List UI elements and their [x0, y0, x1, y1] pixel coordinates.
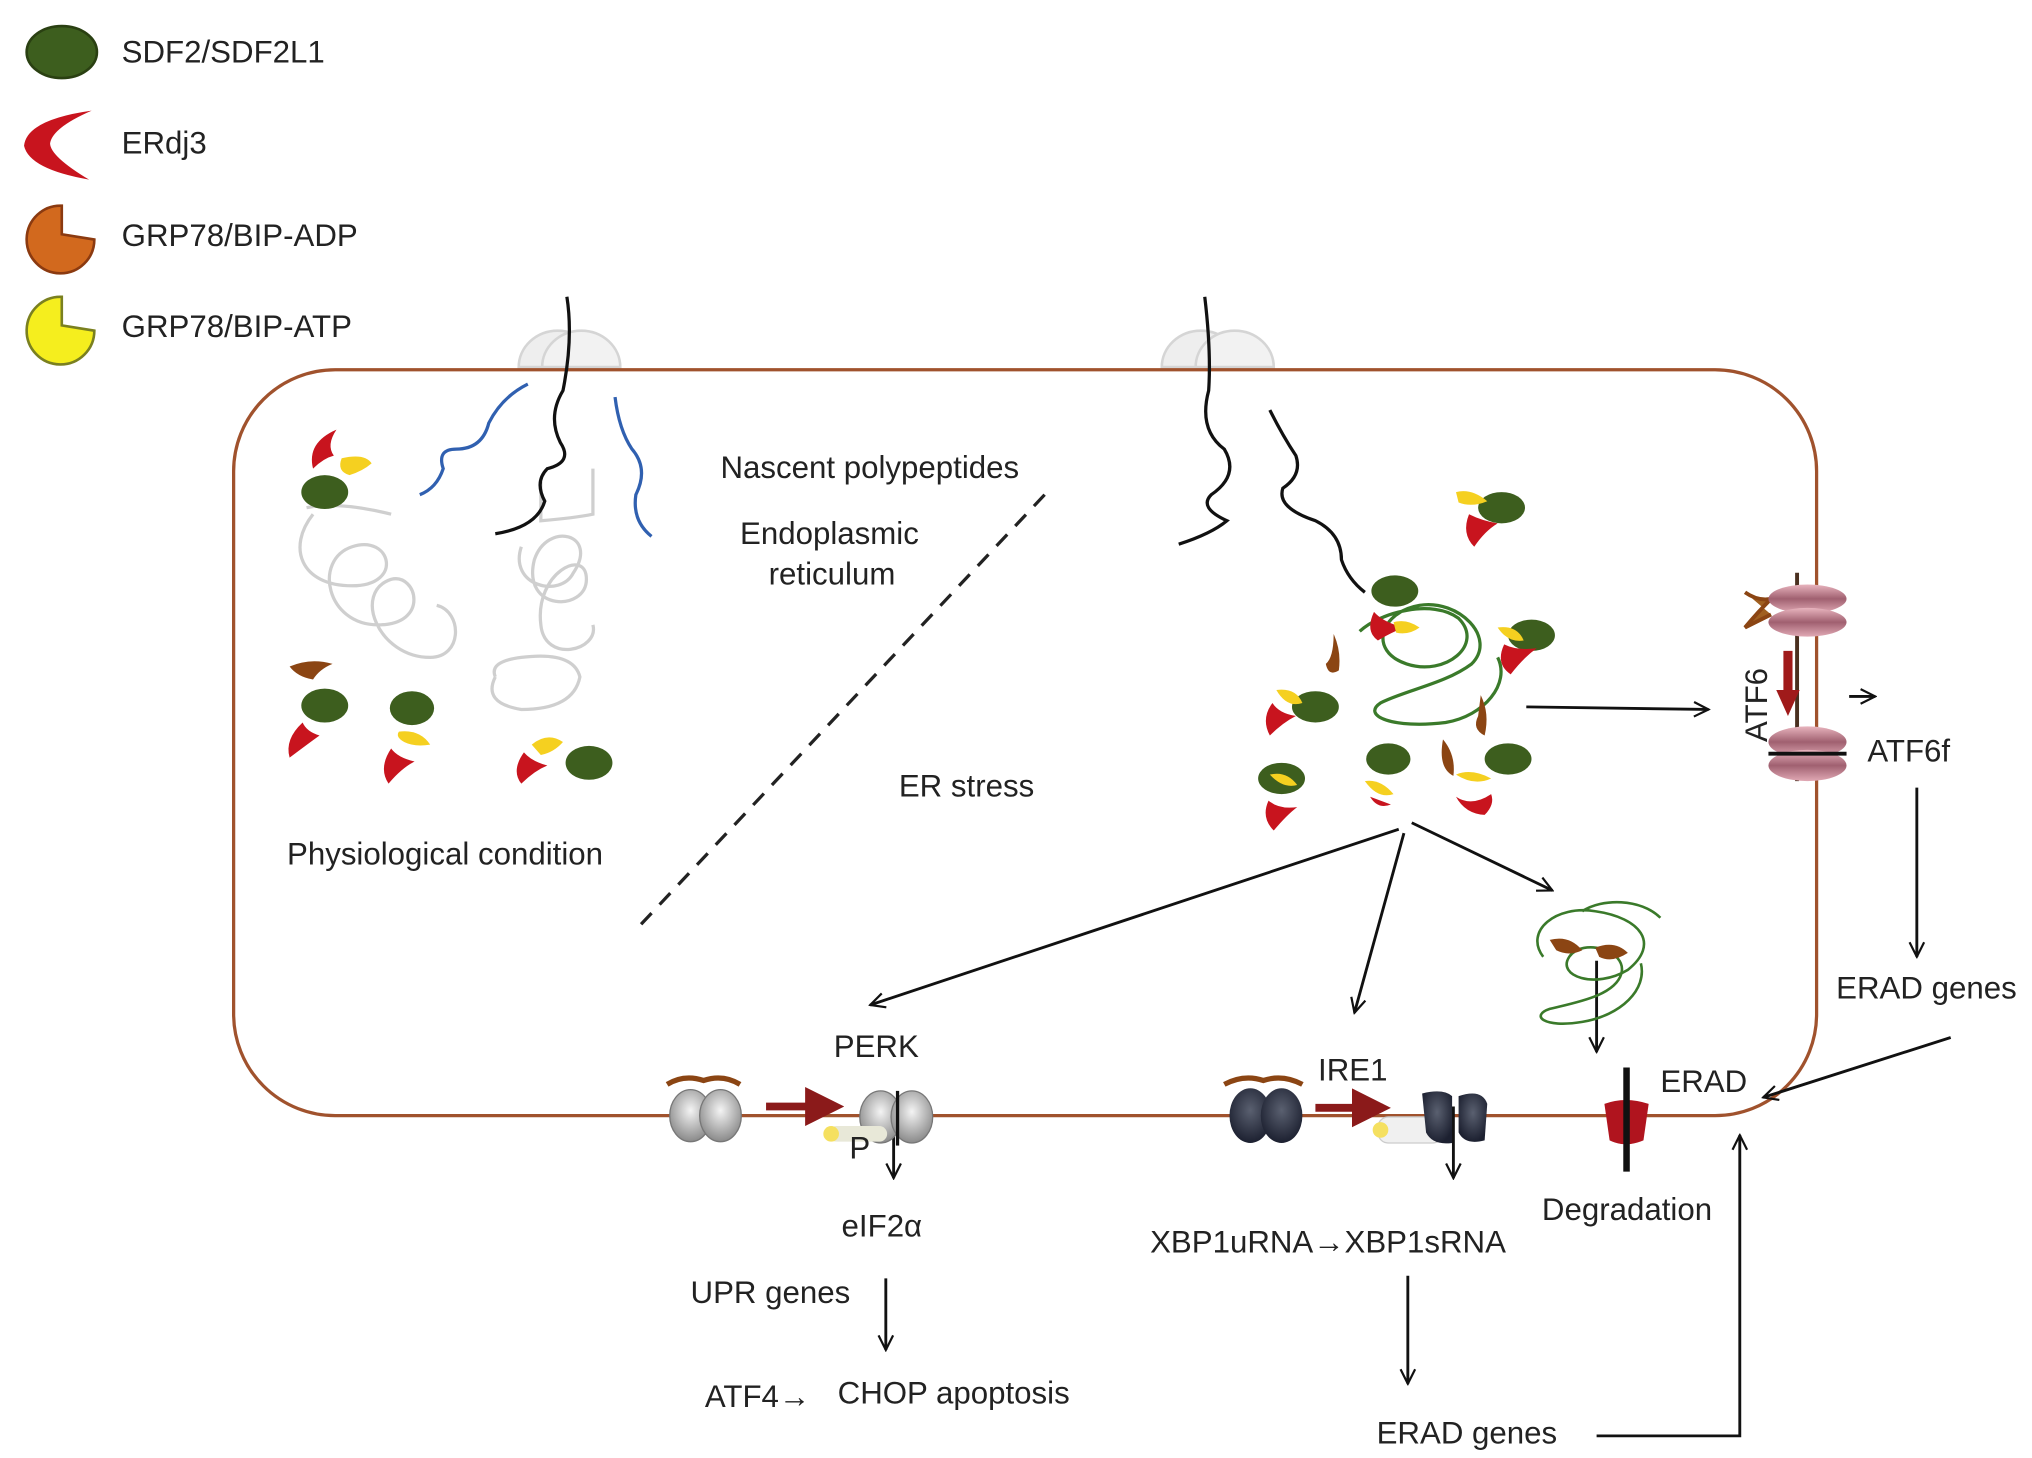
erad-channel [1604, 1067, 1649, 1172]
orange-pacman-icon [25, 204, 96, 275]
ribosome-right [1160, 329, 1276, 369]
er-membrane [231, 368, 1819, 1118]
chaperones-stress [1258, 491, 1555, 831]
ire1-inactive [1223, 1075, 1304, 1143]
physiological-label: Physiological condition [287, 836, 603, 871]
er-label-line2: reticulum [769, 557, 896, 592]
legend-label: ERdj3 [122, 126, 207, 161]
atf4-label: ATF4→ [705, 1379, 810, 1414]
erad-genes-right-label: ERAD genes [1836, 970, 2017, 1005]
perk-inactive [665, 1075, 742, 1143]
red-crescent-icon [24, 110, 92, 180]
legend-label: GRP78/BIP-ATP [122, 309, 352, 344]
degradation-label: Degradation [1542, 1192, 1712, 1227]
pathway-arrows [870, 696, 1952, 1438]
nascent-label: Nascent polypeptides [720, 450, 1019, 485]
atf6-label: ATF6 [1739, 668, 1774, 742]
ire1-label: IRE1 [1318, 1052, 1387, 1087]
misfolded-protein [1536, 900, 1662, 1025]
legend: SDF2/SDF2L1 ERdj3 GRP78/BIP-ADP GRP78/BI… [24, 24, 358, 366]
atf6-protein [1743, 572, 1847, 782]
legend-item-bip-atp: GRP78/BIP-ATP [25, 295, 352, 366]
phospho-label: P [849, 1131, 870, 1166]
xbp1-label: XBP1uRNA→XBP1sRNA [1150, 1224, 1506, 1259]
er-label-line1: Endoplasmic [740, 516, 919, 551]
nascent-polypeptides [419, 296, 1366, 594]
ribosome-left [517, 329, 622, 369]
chaperones-physiological [288, 429, 613, 784]
er-stress-label: ER stress [899, 769, 1034, 804]
legend-item-bip-adp: GRP78/BIP-ADP [25, 204, 358, 275]
ire1-active [1372, 1091, 1488, 1144]
perk-active [823, 1090, 934, 1146]
arrow-to-ire1 [1354, 832, 1406, 1013]
upr-genes-label: UPR genes [691, 1275, 851, 1310]
arrow-to-perk [870, 827, 1400, 1005]
arrow-erad-genes-feedback [1596, 1135, 1740, 1438]
perk-label: PERK [834, 1029, 919, 1064]
atf6f-label: ATF6f [1867, 734, 1950, 769]
erad-genes-bottom-label: ERAD genes [1377, 1416, 1558, 1451]
erad-label: ERAD [1660, 1064, 1747, 1099]
legend-item-erdj3: ERdj3 [24, 110, 207, 180]
legend-label: SDF2/SDF2L1 [122, 34, 325, 69]
legend-item-sdf2: SDF2/SDF2L1 [25, 24, 325, 80]
arrow-to-atf6 [1526, 707, 1708, 710]
chop-apoptosis-label: CHOP apoptosis [838, 1375, 1070, 1410]
arrow-to-degradation [1411, 821, 1553, 891]
arrow-erad-genes-to-erad [1763, 1036, 1952, 1098]
green-ellipse-icon [25, 24, 99, 80]
yellow-pacman-icon [25, 295, 96, 366]
legend-label: GRP78/BIP-ADP [122, 218, 358, 253]
eif2a-label: eIF2α [842, 1209, 923, 1244]
folded-protein-chains [298, 468, 595, 712]
